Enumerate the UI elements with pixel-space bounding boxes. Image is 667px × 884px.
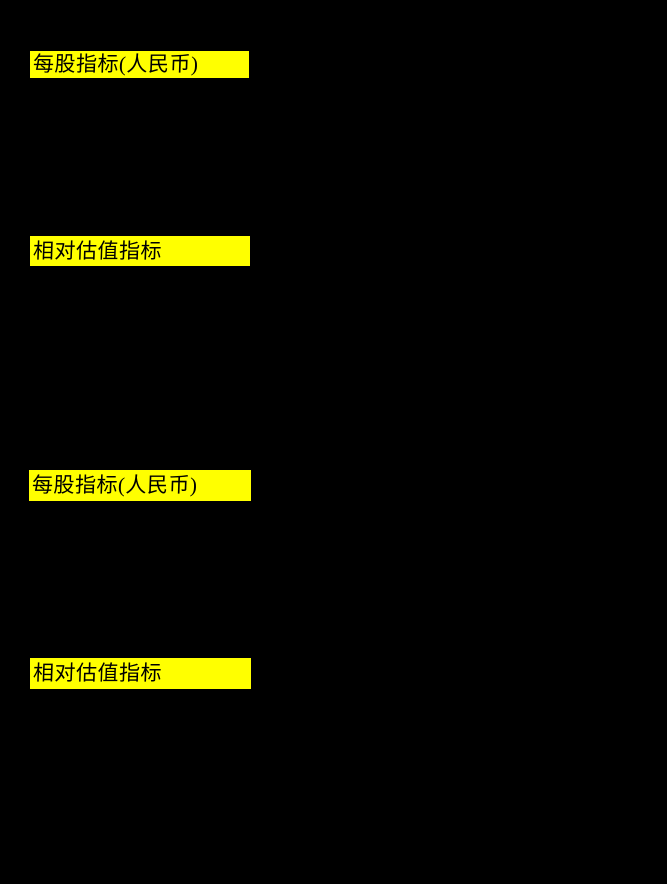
section-header-relative-valuation-2: 相对估值指标 <box>30 658 251 689</box>
section-header-label: 每股指标(人民币) <box>32 52 199 76</box>
section-header-label: 相对估值指标 <box>32 238 163 263</box>
section-header-relative-valuation-1: 相对估值指标 <box>30 236 250 266</box>
section-header-label: 每股指标(人民币) <box>31 473 198 497</box>
section-header-per-share-indicators-1: 每股指标(人民币) <box>30 51 249 78</box>
section-header-per-share-indicators-2: 每股指标(人民币) <box>29 470 251 501</box>
section-header-label: 相对估值指标 <box>32 661 163 685</box>
